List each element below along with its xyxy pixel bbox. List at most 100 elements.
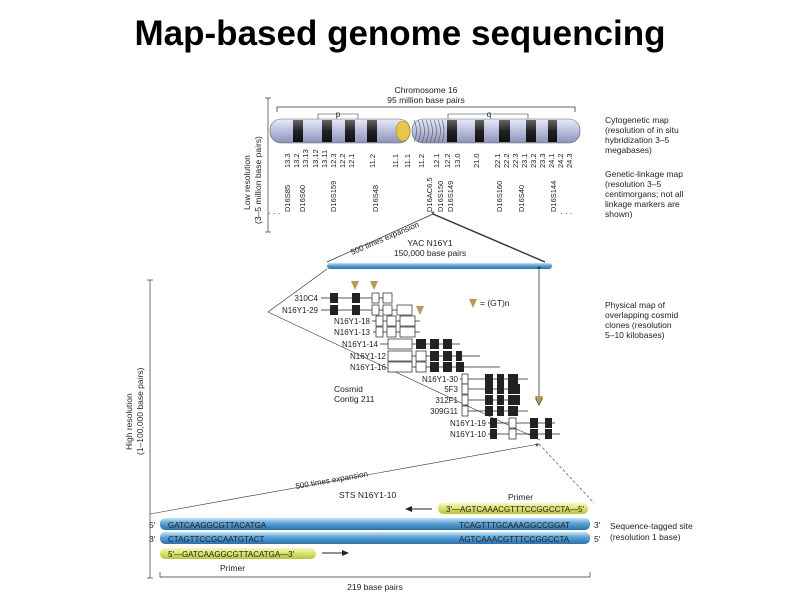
primer-top-seq: 3′—AGTCAAACGTTTCCGGCCTA—5′: [446, 505, 584, 514]
svg-text:Physical map of: Physical map of: [605, 300, 666, 310]
clone-row: 312F1: [435, 394, 520, 406]
band-label: 24.3: [565, 153, 574, 168]
svg-text:Cytogenetic map: Cytogenetic map: [605, 115, 669, 125]
chromosome-16: [269, 118, 581, 144]
gt-repeat-arrowheads: [351, 281, 543, 405]
band-label: 21.0: [472, 153, 481, 168]
svg-text:overlapping cosmid: overlapping cosmid: [605, 310, 679, 320]
strand-top-5prime: 5′: [149, 520, 156, 530]
band-label: 13.12: [311, 149, 320, 168]
marker-label: D16AC6.5: [425, 177, 434, 212]
clone-row: 310C4: [294, 292, 393, 304]
svg-text:(resolution 3–5: (resolution 3–5: [605, 179, 662, 189]
marker-label: D16S150: [436, 181, 445, 212]
band-label: 24.2: [556, 153, 565, 168]
band-label: 13.0: [453, 153, 462, 168]
chromosome-bracket: [276, 106, 576, 112]
sts-site-label: Sequence-tagged site (resolution 1 base): [610, 521, 693, 542]
band-label: 12.2: [338, 153, 347, 168]
chromosome-name: Chromosome 16: [395, 85, 458, 95]
low-resolution-label: Low resolution: [242, 155, 252, 210]
clone-row: N16Y1-14: [342, 338, 460, 350]
marker-label: D16S60: [298, 185, 307, 212]
band-label: 24.1: [547, 153, 556, 168]
svg-text:(resolution 1 base): (resolution 1 base): [610, 532, 681, 542]
clone-row: N16Y1-16: [350, 361, 500, 373]
strand-top-3prime: 3′: [594, 520, 601, 530]
sts-expansion-label: 500 times expansion: [295, 469, 369, 491]
band-label: 11.1: [403, 154, 412, 168]
marker-label: D16S85: [283, 185, 292, 212]
clone-label: N16Y1-10: [450, 430, 487, 439]
clone-label: N16Y1-30: [422, 375, 459, 384]
band-label: 13.13: [301, 149, 310, 168]
primer-top: [438, 503, 588, 514]
marker-label: D16S48: [371, 185, 380, 212]
svg-text:(resolution of in situ: (resolution of in situ: [605, 125, 679, 135]
gt-legend-text: = (GT)n: [480, 298, 510, 308]
page-title: Map-based genome sequencing: [134, 14, 666, 53]
band-label: 23.3: [538, 153, 547, 168]
sts-length: 219 base pairs: [347, 582, 403, 592]
high-resolution-range: (1–100,000 base pairs): [135, 367, 145, 455]
band-label: 11.2: [417, 154, 426, 168]
clone-row: N16Y1-10: [450, 428, 560, 440]
clone-label: N16Y1-13: [334, 328, 371, 337]
svg-text:5–10 kilobases): 5–10 kilobases): [605, 330, 665, 340]
band-label: 12.1: [432, 153, 441, 168]
chromosome-size: 95 million base pairs: [387, 95, 464, 105]
marker-label: D16S40: [517, 185, 526, 212]
yac-name: YAC N16Y1: [407, 238, 452, 248]
svg-text:shown): shown): [605, 209, 633, 219]
marker-label: D16S144: [549, 181, 558, 212]
band-label: 23.2: [529, 153, 538, 168]
contig-label: Cosmid: [334, 384, 363, 394]
low-resolution-range: (3–5 million base pairs): [253, 136, 263, 224]
primer-bottom: [160, 548, 316, 559]
marker-label: D16S149: [446, 181, 455, 212]
band-label: 11.1: [391, 154, 400, 168]
band-label: 22.3: [511, 153, 520, 168]
band-label: 13.2: [292, 153, 301, 168]
band-label: 12.3: [329, 153, 338, 168]
marker-label: D16S160: [495, 181, 504, 212]
clone-row: N16Y1-30: [422, 373, 528, 385]
genetic-linkage-map-label: Genetic-linkage map (resolution 3–5 cent…: [605, 169, 684, 219]
svg-text:linkage markers are: linkage markers are: [605, 199, 680, 209]
band-label: 12.2: [443, 153, 452, 168]
clone-label: N16Y1-29: [282, 306, 319, 315]
primer-label-top: Primer: [508, 492, 533, 502]
clone-label: N16Y1-19: [450, 419, 487, 428]
clone-row: 5F3: [444, 383, 520, 395]
sts-length-bracket: [159, 572, 591, 578]
band-label: 12.1: [347, 153, 356, 168]
cytogenetic-map-label: Cytogenetic map (resolution of in situ h…: [605, 115, 679, 155]
marker-dots-left: · · ·: [268, 209, 280, 218]
yac-dna-bar: [327, 263, 552, 269]
svg-text:Genetic-linkage map: Genetic-linkage map: [605, 169, 683, 179]
contig-label: Contig 211: [334, 394, 375, 404]
clone-row: N16Y1-19: [450, 417, 555, 429]
cosmid-clones: 310C4 N16Y1-29 N16Y1-18 N16Y1-13: [282, 292, 560, 440]
strand-top-right-seq: TCAGTTTGCAAAGGCCGGAT: [459, 521, 570, 530]
arm-p-label: p: [336, 110, 341, 119]
strand-bottom-right-seq: AGTCAAACGTTTCCGGCCTA: [459, 535, 570, 544]
svg-text:centimorgans; not all: centimorgans; not all: [605, 189, 684, 199]
svg-text:hybridization 3–5: hybridization 3–5: [605, 135, 670, 145]
heterochromatin-region: [413, 119, 445, 143]
clone-row: N16Y1-29: [282, 304, 413, 316]
red-star-cosmid: *: [535, 442, 539, 453]
clone-label: N16Y1-14: [342, 340, 379, 349]
band-label: 13.3: [283, 153, 292, 168]
svg-text:megabases): megabases): [605, 145, 652, 155]
band-label: 13.11: [320, 150, 329, 168]
chromosome-bands: [293, 120, 557, 142]
clone-label: N16Y1-16: [350, 363, 387, 372]
clone-label: N16Y1-18: [334, 317, 371, 326]
band-label: 22.1: [493, 153, 502, 168]
clone-label: 310C4: [294, 294, 318, 303]
clone-row: N16Y1-18: [334, 315, 420, 327]
